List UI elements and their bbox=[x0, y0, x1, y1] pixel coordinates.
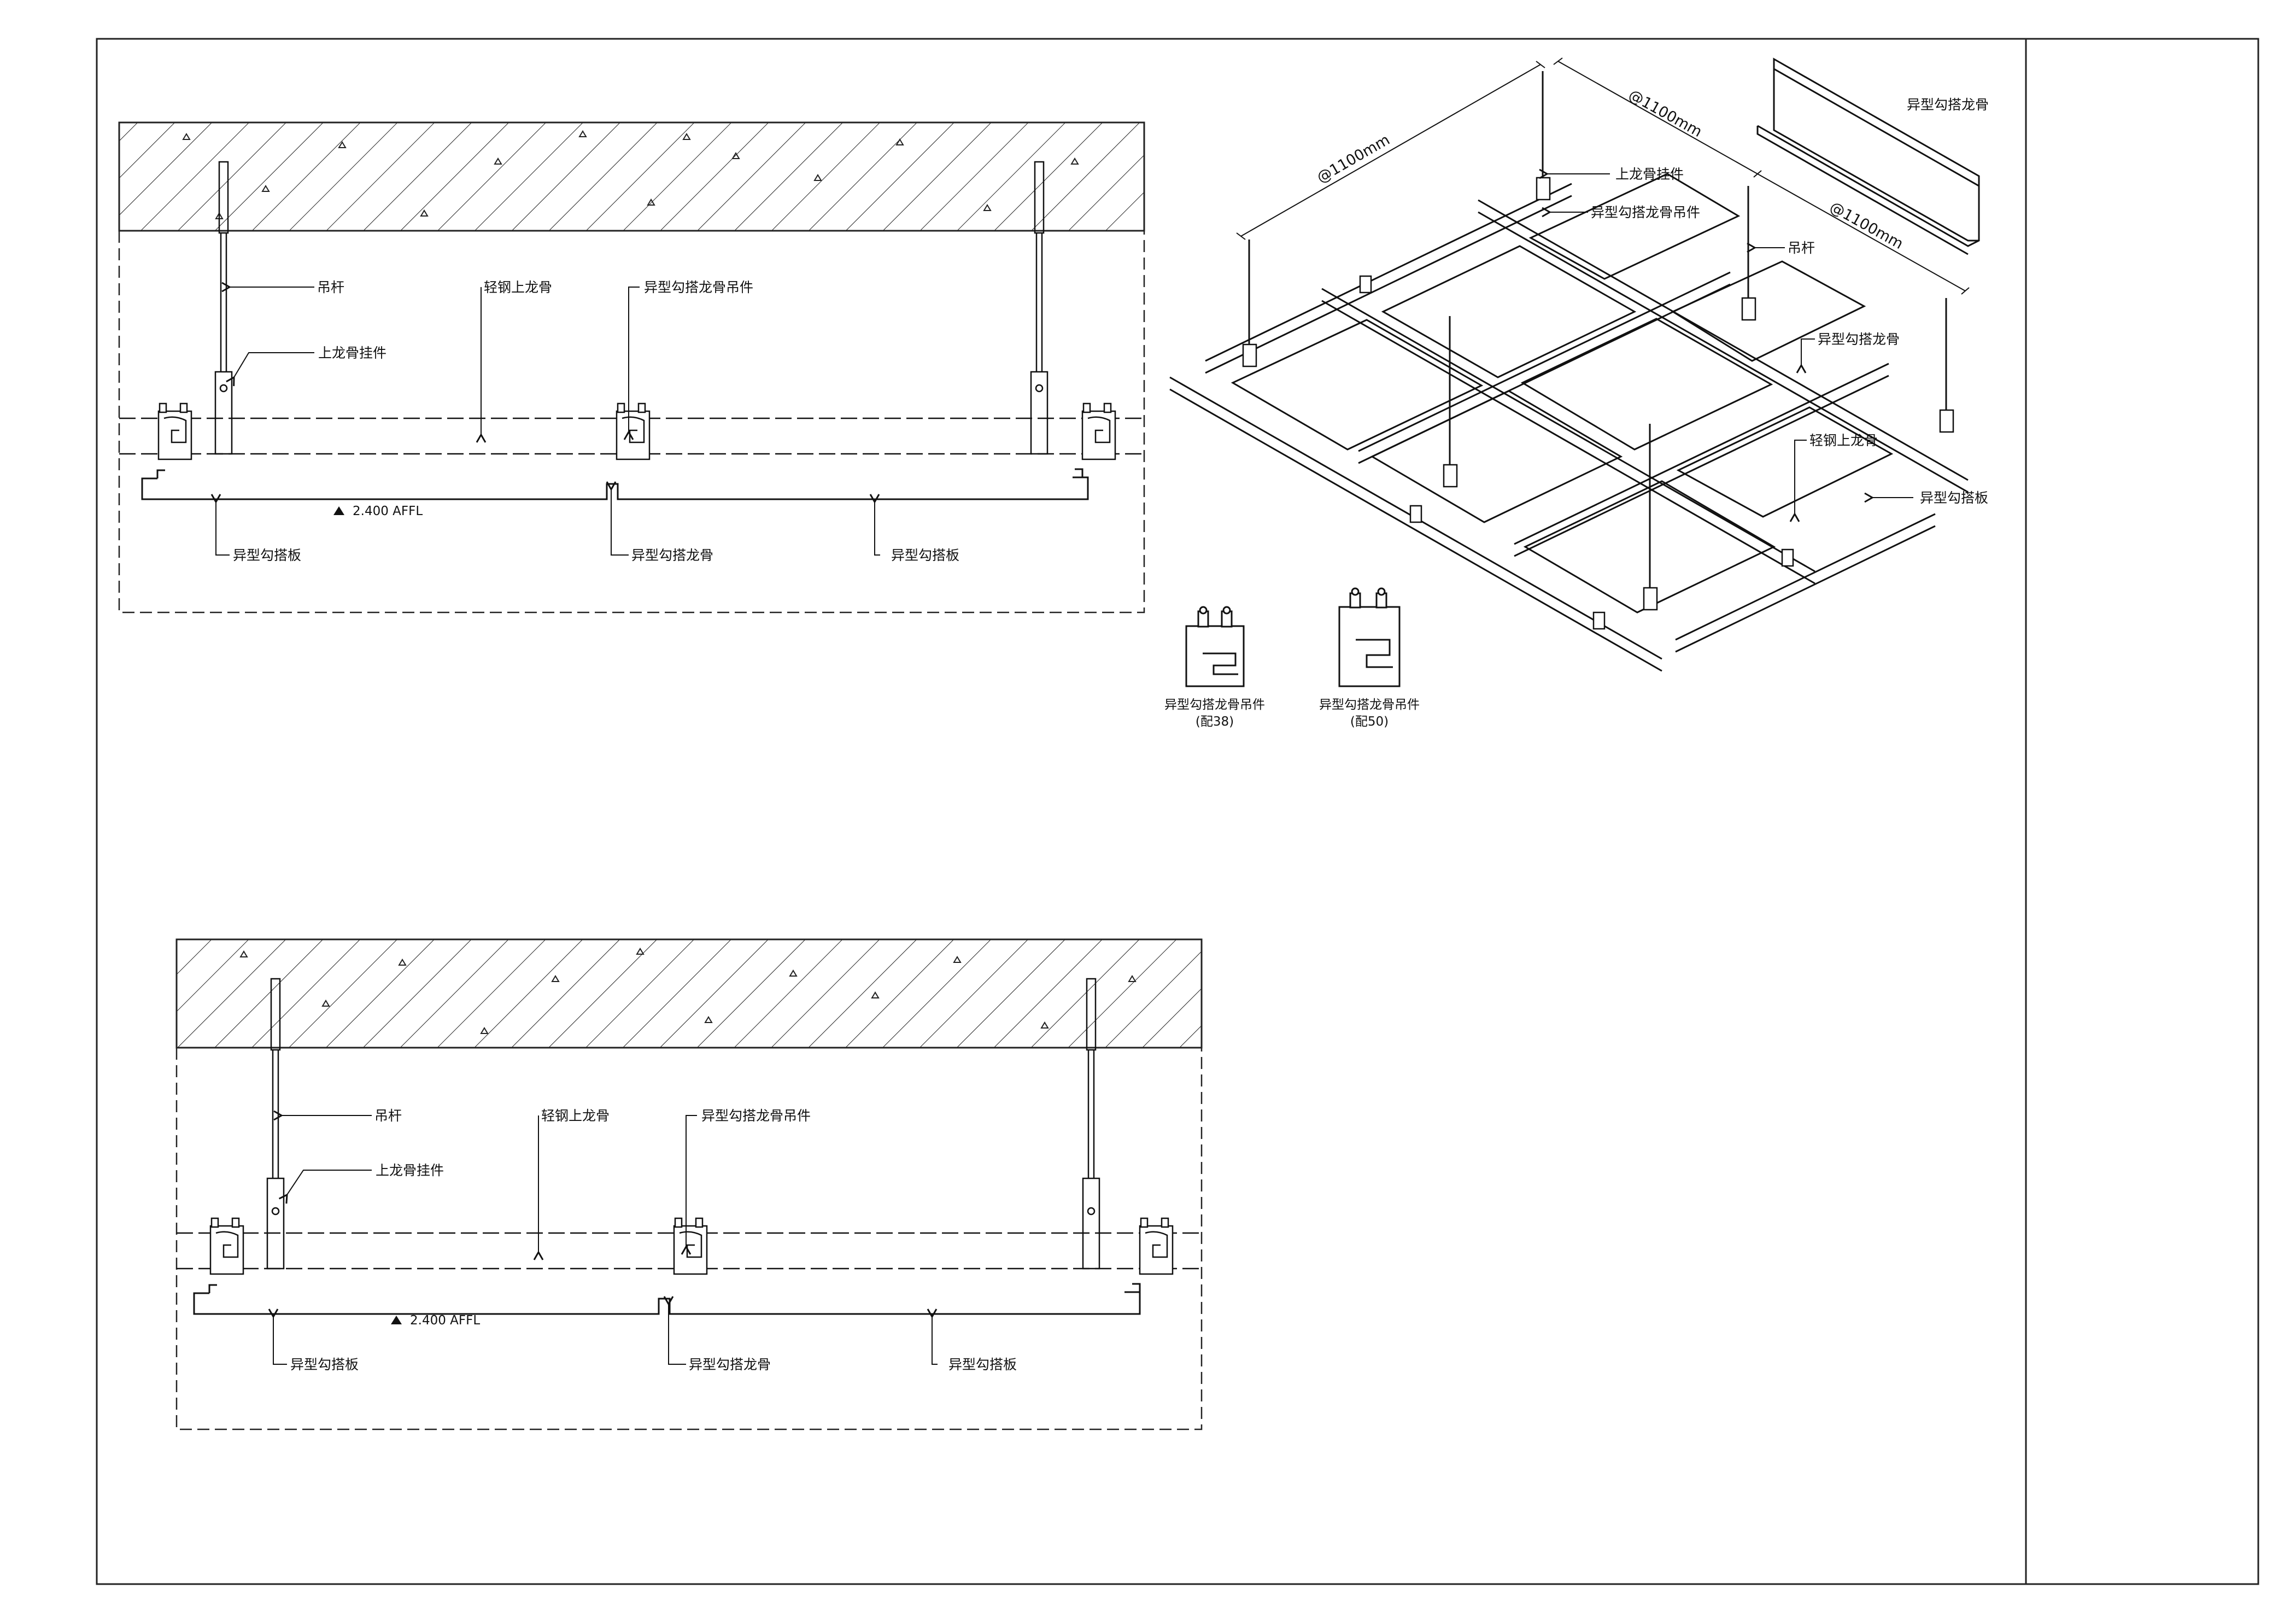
label-hook-runner: 异型勾搭龙骨 bbox=[631, 547, 713, 563]
detail-bottom: 2.400 AFFL 吊杆 上龙骨挂件 轻钢上龙骨 异型勾搭龙骨吊件 异型勾搭板… bbox=[175, 938, 1203, 1430]
clip-detail-38 bbox=[1185, 606, 1245, 687]
label-hook-runner-clip: 异型勾搭龙骨吊件 bbox=[1591, 205, 1700, 220]
hook-runner-clips bbox=[209, 1217, 1174, 1275]
dimension-span-c: @1100mm bbox=[1827, 198, 1906, 253]
label-light-steel-runner: 轻钢上龙骨 bbox=[1809, 433, 1878, 448]
label-hanger-rod: 吊杆 bbox=[317, 279, 344, 295]
iso-hanger-rods bbox=[1248, 71, 1947, 593]
level-marker-icon bbox=[333, 506, 344, 515]
panel-profile bbox=[193, 1283, 1141, 1315]
label-profile-runner: 异型勾搭龙骨 bbox=[1907, 97, 1989, 113]
clip-50-name: 异型勾搭龙骨吊件 bbox=[1319, 698, 1420, 712]
dimension-span-a: @1100mm bbox=[1314, 131, 1393, 186]
label-hook-runner: 异型勾搭龙骨 bbox=[689, 1357, 771, 1372]
label-main-runner-clip: 上龙骨挂件 bbox=[318, 345, 386, 361]
detail-top: 2.400 AFFL 吊杆 上龙骨挂件 轻钢上龙骨 异型勾搭龙骨吊件 异型勾搭板… bbox=[118, 121, 1145, 614]
clip-38-spec: (配38) bbox=[1196, 715, 1234, 729]
label-hook-runner-clip: 异型勾搭龙骨吊件 bbox=[701, 1108, 811, 1124]
label-hanger-rod: 吊杆 bbox=[1788, 240, 1815, 256]
label-main-runner-clip: 上龙骨挂件 bbox=[1615, 166, 1684, 182]
label-main-runner-clip: 上龙骨挂件 bbox=[376, 1162, 444, 1178]
label-hook-runner-clip: 异型勾搭龙骨吊件 bbox=[644, 279, 753, 295]
iso-grid-runners bbox=[1169, 173, 1969, 672]
label-panel-right: 异型勾搭板 bbox=[948, 1357, 1017, 1372]
label-light-steel-runner: 轻钢上龙骨 bbox=[541, 1108, 610, 1124]
clip-detail-50 bbox=[1338, 587, 1401, 687]
label-panel: 异型勾搭板 bbox=[1920, 490, 1988, 506]
label-panel-right: 异型勾搭板 bbox=[891, 547, 959, 563]
level-marker-icon bbox=[391, 1316, 402, 1324]
sheet-frame bbox=[96, 38, 2259, 1585]
label-panel-left: 异型勾搭板 bbox=[290, 1357, 359, 1372]
concrete-slab bbox=[175, 938, 1203, 1049]
isometric-view: @1100mm @1100mm @1100mm bbox=[1164, 57, 1989, 729]
label-hanger-rod: 吊杆 bbox=[374, 1108, 402, 1124]
level-text: 2.400 AFFL bbox=[353, 504, 423, 518]
label-light-steel-runner: 轻钢上龙骨 bbox=[484, 279, 552, 295]
clip-50-spec: (配50) bbox=[1350, 715, 1389, 729]
concrete-slab bbox=[118, 121, 1145, 232]
iso-clips bbox=[1242, 177, 1954, 630]
profile-runner-piece bbox=[1756, 57, 1980, 255]
label-panel-left: 异型勾搭板 bbox=[233, 547, 301, 563]
dimension-span-b: @1100mm bbox=[1626, 86, 1705, 141]
clip-38-name: 异型勾搭龙骨吊件 bbox=[1164, 698, 1265, 712]
panel-profile bbox=[141, 468, 1089, 500]
label-hook-runner: 异型勾搭龙骨 bbox=[1818, 331, 1900, 347]
level-text: 2.400 AFFL bbox=[410, 1313, 480, 1328]
hook-runner-clips bbox=[157, 402, 1116, 460]
